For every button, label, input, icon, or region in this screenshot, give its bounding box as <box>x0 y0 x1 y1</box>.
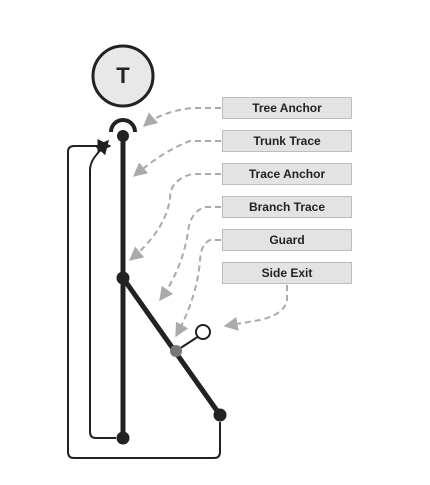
callout-arrow-branch-trace <box>159 206 221 302</box>
branch-end-node <box>213 408 227 422</box>
trunk-top-node <box>117 130 129 142</box>
callout-arrow-side-exit <box>223 285 288 331</box>
label-side-exit: Side Exit <box>222 262 352 284</box>
guard-open-circle <box>195 324 211 340</box>
callout-arrow-trunk-trace <box>132 140 221 177</box>
guard-node <box>170 345 182 357</box>
trace-anchor-node <box>116 271 130 285</box>
branch-trace-line <box>120 276 223 417</box>
label-guard: Guard <box>222 229 352 251</box>
label-trace-anchor: Trace Anchor <box>222 163 352 185</box>
trunk-loop-edge <box>89 139 116 439</box>
label-tree-anchor: Tree Anchor <box>222 97 352 119</box>
callout-arrow-trace-anchor <box>128 173 221 261</box>
tree-anchor-cup <box>109 118 137 133</box>
tree-node-letter: T <box>116 63 130 88</box>
label-trunk-trace: Trunk Trace <box>222 130 352 152</box>
callout-arrow-tree-anchor <box>142 107 221 127</box>
tree-node <box>91 44 155 108</box>
branch-loop-edge <box>67 139 221 459</box>
label-branch-trace: Branch Trace <box>222 196 352 218</box>
trunk-end-node <box>116 431 130 445</box>
callout-arrow-guard <box>175 239 221 338</box>
